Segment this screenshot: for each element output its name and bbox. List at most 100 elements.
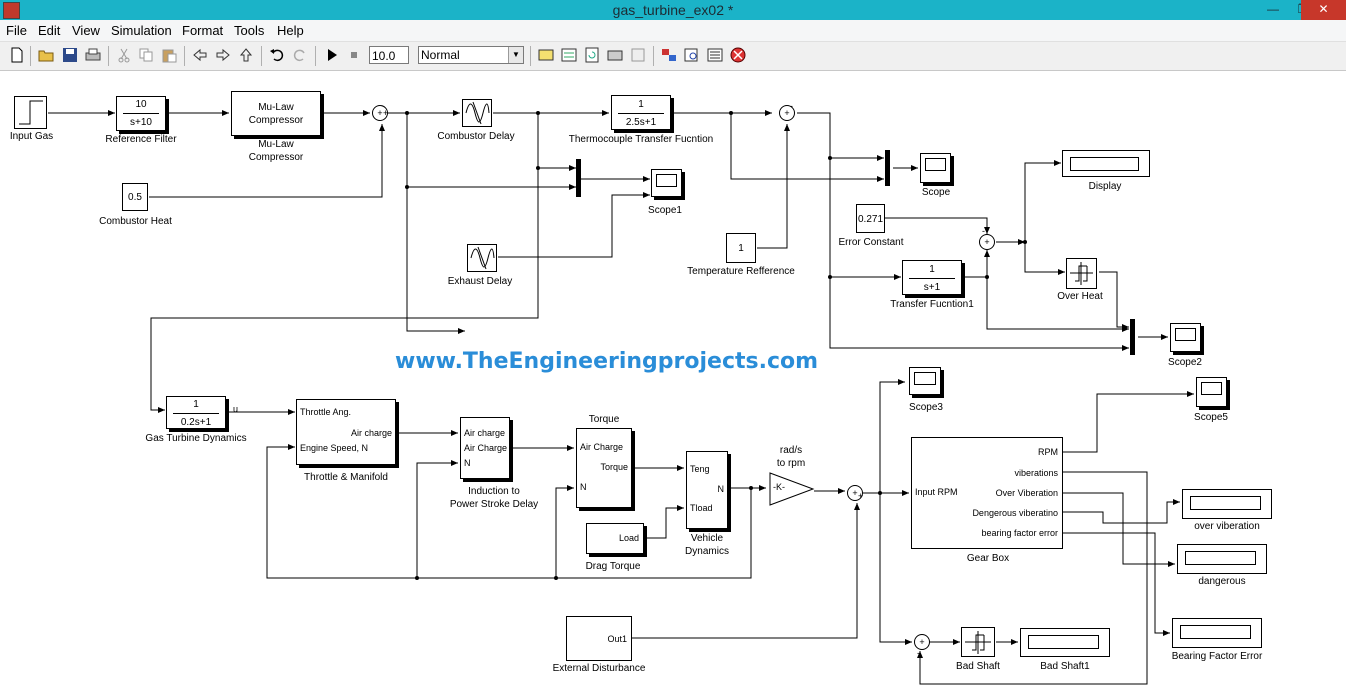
menu-format[interactable]: Format — [182, 23, 224, 38]
menu-simulation[interactable]: Simulation — [111, 23, 172, 38]
scope-screen — [914, 372, 936, 385]
exhaust-delay-block[interactable] — [467, 244, 497, 272]
mu-law-compressor-block[interactable]: Mu-Law Compressor — [231, 91, 321, 136]
tf-denominator: s+10 — [130, 117, 152, 128]
torque-title: Torque — [588, 414, 620, 425]
vehicle-dynamics-block[interactable]: Teng N Tload — [686, 451, 728, 529]
find-icon[interactable] — [684, 47, 700, 63]
scope2-label: Scope2 — [1168, 357, 1202, 368]
debug-icon[interactable] — [730, 47, 746, 63]
back-arrow-icon[interactable] — [192, 47, 208, 63]
induction-block[interactable]: Air charge Air Charge N — [460, 417, 510, 479]
build-icon[interactable] — [538, 47, 554, 63]
combustor-heat-label: Combustor Heat — [99, 216, 172, 227]
error-constant-label: Error Constant — [838, 237, 904, 248]
bad-shaft-block[interactable] — [961, 627, 995, 657]
relay-icon — [965, 631, 991, 654]
port-throttle-angle: Throttle Ang. — [300, 407, 352, 417]
stop-simulation-icon[interactable] — [346, 47, 362, 63]
mux-block[interactable] — [1130, 319, 1135, 355]
library-browser-icon[interactable] — [630, 47, 646, 63]
copy-icon[interactable] — [138, 47, 154, 63]
torque-block[interactable]: Air Charge Torque N — [576, 428, 632, 508]
scope3-block[interactable] — [909, 367, 941, 395]
forward-arrow-icon[interactable] — [215, 47, 231, 63]
step-icon — [19, 100, 43, 125]
sum-block[interactable]: + — [979, 234, 995, 250]
scope1-label: Scope1 — [648, 205, 682, 216]
menu-help[interactable]: Help — [277, 23, 304, 38]
tf-numerator: 1 — [929, 264, 935, 275]
vehicle-label-1: Vehicle — [690, 533, 724, 544]
refresh-icon[interactable] — [584, 47, 600, 63]
tf-denominator: s+1 — [923, 282, 941, 293]
simulation-mode-select[interactable]: Normal▼ — [418, 46, 524, 64]
gain-block[interactable] — [768, 471, 816, 507]
scope-block[interactable] — [920, 153, 951, 183]
vehicle-label-2: Dynamics — [685, 546, 729, 557]
stop-time-input[interactable]: 10.0 — [369, 46, 409, 64]
dangerous-display[interactable] — [1177, 544, 1267, 574]
save-icon[interactable] — [62, 47, 78, 63]
model-explorer-icon[interactable] — [661, 47, 677, 63]
cut-icon[interactable] — [116, 47, 132, 63]
transfer-function1-label: Transfer Fucntion1 — [890, 299, 974, 310]
menu-view[interactable]: View — [72, 23, 100, 38]
new-file-icon[interactable] — [9, 47, 25, 63]
app-icon — [3, 2, 20, 19]
port-bearing-factor-error: bearing factor error — [981, 528, 1058, 538]
close-button[interactable]: ✕ — [1301, 0, 1346, 20]
menu-file[interactable]: File — [6, 23, 27, 38]
port-tload: Tload — [690, 503, 713, 513]
combustor-heat-constant[interactable]: 0.5 — [122, 183, 148, 211]
update-diagram-icon[interactable] — [561, 47, 577, 63]
bad-shaft1-display[interactable] — [1020, 628, 1110, 657]
scope2-block[interactable] — [1170, 323, 1201, 352]
scope-screen — [1201, 382, 1222, 395]
scope1-block[interactable] — [651, 169, 682, 197]
over-heat-block[interactable] — [1066, 258, 1097, 289]
mux-block[interactable] — [576, 159, 581, 197]
paste-icon[interactable] — [161, 47, 177, 63]
temperature-reference-constant[interactable]: 1 — [726, 233, 756, 263]
external-disturbance-block[interactable]: Out1 — [566, 616, 632, 661]
bearing-factor-error-display[interactable] — [1172, 618, 1262, 648]
print-icon[interactable] — [85, 47, 101, 63]
sum-block[interactable]: + — [914, 634, 930, 650]
menu-tools[interactable]: Tools — [234, 23, 265, 38]
over-viberation-label: over viberation — [1194, 521, 1260, 532]
step-block[interactable] — [14, 96, 47, 129]
model-advisor-icon[interactable] — [607, 47, 623, 63]
scope5-block[interactable] — [1196, 377, 1227, 407]
tf-numerator: 1 — [193, 399, 199, 410]
undo-icon[interactable] — [269, 47, 285, 63]
thermocouple-tf-block[interactable]: 1 2.5s+1 — [611, 95, 671, 130]
exhaust-delay-label: Exhaust Delay — [447, 276, 513, 287]
redo-icon[interactable] — [292, 47, 308, 63]
scope-screen — [1175, 328, 1196, 341]
port-n: N — [580, 482, 587, 492]
up-arrow-icon[interactable] — [238, 47, 254, 63]
mux-block[interactable] — [885, 150, 890, 186]
open-folder-icon[interactable] — [38, 47, 54, 63]
configuration-icon[interactable] — [707, 47, 723, 63]
model-canvas[interactable]: Input Gas 10 s+10 Reference Filter Mu-La… — [0, 71, 1346, 700]
transfer-function1-block[interactable]: 1 s+1 — [902, 260, 962, 295]
run-simulation-icon[interactable] — [324, 47, 340, 63]
reference-filter-block[interactable]: 10 s+10 — [116, 96, 166, 131]
sum-block[interactable]: + — [779, 105, 795, 121]
over-viberation-display[interactable] — [1182, 489, 1272, 519]
minimize-button[interactable]: — — [1267, 2, 1279, 16]
combustor-delay-block[interactable] — [462, 99, 492, 127]
gas-turbine-dynamics-block[interactable]: 1 0.2s+1 — [166, 396, 226, 429]
throttle-manifold-block[interactable]: Throttle Ang. Air charge Engine Speed, N — [296, 399, 396, 465]
sum-block[interactable]: + — [847, 485, 863, 501]
display-block[interactable] — [1062, 150, 1150, 177]
drag-torque-block[interactable]: Load — [586, 523, 644, 554]
menu-edit[interactable]: Edit — [38, 23, 61, 38]
gear-box-block[interactable]: Input RPM RPM viberations Over Viberatio… — [911, 437, 1063, 549]
port-air-charge-in: Air charge — [464, 428, 506, 438]
sum-block[interactable]: + — [372, 105, 388, 121]
temperature-reference-label: Temperature Refference — [687, 266, 795, 277]
error-constant-block[interactable]: 0.271 — [856, 204, 885, 233]
